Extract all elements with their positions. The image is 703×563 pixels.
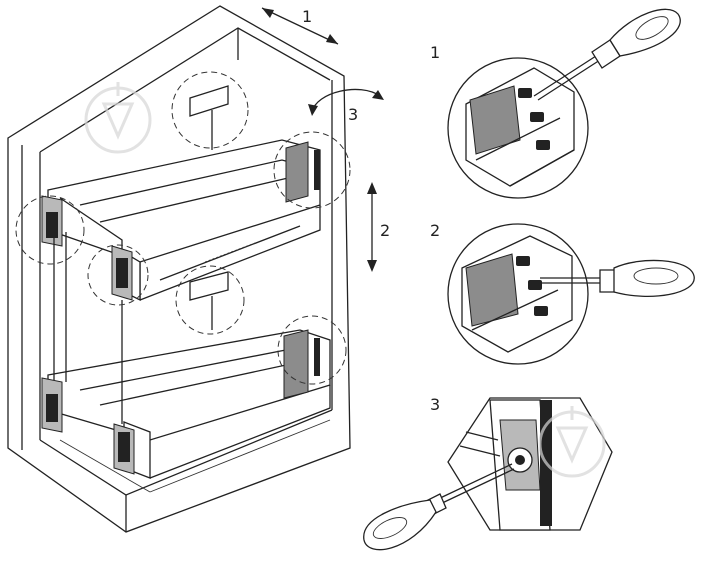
arrow-depth (261, 7, 339, 45)
arrow-tilt-label: 3 (348, 105, 358, 124)
detail-1-plate (469, 85, 521, 155)
detail-2 (447, 223, 589, 365)
step-2-label: 2 (430, 221, 440, 240)
cabinet (7, 5, 351, 533)
lower-rear-plate (283, 329, 309, 399)
middle-bracket (189, 271, 229, 301)
arrow-height-label: 2 (380, 221, 390, 240)
screwdriver-icon (540, 259, 695, 297)
watermark-logo-icon (538, 406, 606, 478)
step-1-label: 1 (430, 43, 440, 62)
screwdriver-icon (533, 8, 681, 101)
arrow-tilt (308, 88, 384, 116)
watermark-logo-icon (84, 82, 152, 154)
screwdriver-icon (363, 463, 515, 551)
detail-callouts (15, 71, 351, 385)
arrow-depth-label: 1 (302, 7, 312, 26)
arrow-height (367, 182, 377, 272)
detail-3 (447, 397, 613, 531)
lower-basket (41, 271, 331, 479)
detail-1 (447, 57, 589, 199)
detail-2-plate (465, 253, 519, 327)
upper-rear-plate (285, 141, 309, 203)
top-bracket (189, 85, 229, 117)
step-3-label: 3 (430, 395, 440, 414)
upper-basket (41, 85, 321, 302)
